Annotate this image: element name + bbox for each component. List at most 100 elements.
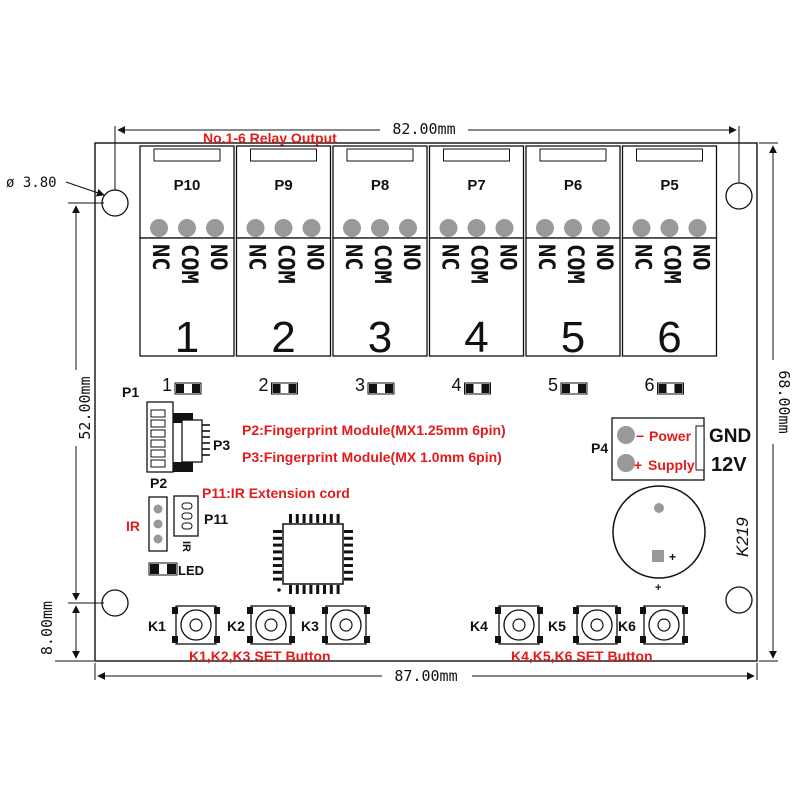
button-pad xyxy=(364,636,370,643)
led-pad-right xyxy=(288,384,297,393)
led-number: 3 xyxy=(355,375,365,395)
relay-screw-pin xyxy=(660,219,679,237)
relay-port-label: P7 xyxy=(467,177,485,194)
chip-pin xyxy=(336,514,340,523)
button-pad xyxy=(615,607,621,614)
button-center xyxy=(657,618,671,632)
relay-contact-label: NC xyxy=(533,244,558,271)
chip-pin xyxy=(295,514,299,523)
relay-contact-label: COM xyxy=(369,244,394,284)
dimension-left-height: 52.00mm xyxy=(67,202,104,604)
dimension-bottom-width: 87.00mm xyxy=(94,663,758,685)
relay-screw-pin xyxy=(274,219,293,237)
board-outline xyxy=(94,142,758,662)
led-pad xyxy=(367,382,395,395)
buzzer-bottom-plus: + xyxy=(655,582,661,594)
chip-pin xyxy=(309,585,313,594)
led-pad-right xyxy=(385,384,393,393)
relay-port-label: P6 xyxy=(564,177,582,194)
button-pad xyxy=(172,607,178,614)
button-pad xyxy=(537,636,543,643)
relay-contact-label: COM xyxy=(659,244,684,284)
set-button-k6[interactable]: K6 xyxy=(618,605,688,645)
buzzer: + + xyxy=(612,485,706,594)
left-small-label: 8.00mm xyxy=(38,601,56,655)
right-buttons-description: K4,K5,K6 SET Button xyxy=(511,648,653,664)
chip-pin xyxy=(336,585,340,594)
chip-pin xyxy=(289,585,292,594)
chip-pin xyxy=(344,550,353,554)
relay-body xyxy=(525,237,621,357)
led-number: 5 xyxy=(548,375,558,395)
led-number: 6 xyxy=(645,375,655,395)
relay-number: 1 xyxy=(175,313,199,362)
relay-screw-pin xyxy=(206,219,224,237)
button-pad xyxy=(615,636,621,643)
button-pad xyxy=(682,636,688,643)
led-pad-left xyxy=(176,384,184,393)
button-label: K3 xyxy=(301,618,319,634)
chip-pin xyxy=(344,536,353,540)
ir-label: IR xyxy=(126,518,140,534)
model-label: K219 xyxy=(733,517,752,557)
relay-screw-pin xyxy=(439,219,458,237)
relay-port-label: P9 xyxy=(274,177,292,194)
relay-port-label: P8 xyxy=(371,177,389,194)
v12-label: 12V xyxy=(711,454,747,476)
relay-led-6: 6 xyxy=(645,375,684,395)
set-button-k3[interactable]: K3 xyxy=(301,605,370,645)
chip-pin xyxy=(295,585,299,594)
chip-pin xyxy=(309,514,313,523)
p3-description: P3:Fingerprint Module(MX 1.0mm 6pin) xyxy=(242,449,502,465)
p2-description: P2:Fingerprint Module(MX1.25mm 6pin) xyxy=(242,422,506,438)
p11-connector: P11 IR xyxy=(173,495,228,552)
led-pad-right xyxy=(578,384,586,393)
button-label: K4 xyxy=(470,618,488,634)
relay-contact-label: COM xyxy=(562,244,587,284)
led-pad xyxy=(464,382,491,395)
set-button-k4[interactable]: K4 xyxy=(470,605,543,645)
bottom-width-label: 87.00mm xyxy=(394,667,457,685)
p1-label: P1 xyxy=(122,384,139,400)
chip-pin xyxy=(302,585,306,594)
chip-pin xyxy=(273,577,282,581)
led-pad-right xyxy=(674,384,683,393)
button-pad xyxy=(289,636,295,643)
relay-led-3: 3 xyxy=(355,375,395,395)
mounting-hole-top-left xyxy=(101,189,129,217)
led-pad xyxy=(174,382,202,395)
set-button-k1[interactable]: K1 xyxy=(148,605,220,645)
relay-body xyxy=(621,237,718,357)
button-pad xyxy=(322,636,328,643)
ir-small-label: IR xyxy=(180,541,192,552)
status-led: LED xyxy=(148,562,204,578)
relay-contact-label: NO xyxy=(688,244,713,271)
chip-pin xyxy=(344,530,353,533)
relay-port-label: P5 xyxy=(660,177,678,194)
set-button-k5[interactable]: K5 xyxy=(548,605,621,645)
hole-diameter-label: ø 3.80 xyxy=(6,175,57,191)
fingerprint-connector: P1 P3 P2 xyxy=(122,384,230,491)
chip-pin xyxy=(273,543,282,547)
button-pad xyxy=(495,636,501,643)
relay-contact-label: NO xyxy=(398,244,423,271)
relay-port-label: P10 xyxy=(174,177,201,194)
ir-sensor: IR xyxy=(126,496,168,552)
relay-contact-label: COM xyxy=(273,244,298,284)
button-pad xyxy=(247,636,253,643)
relay-screw-pin xyxy=(302,219,321,237)
relay-terminal-notch xyxy=(443,148,510,162)
p4-label: P4 xyxy=(591,440,608,456)
led-pad-right xyxy=(192,384,200,393)
relay-body xyxy=(139,237,235,357)
set-button-k2[interactable]: K2 xyxy=(227,605,295,645)
led-pad-left xyxy=(658,384,667,393)
relay-terminal-notch xyxy=(153,148,221,162)
button-center xyxy=(189,618,203,632)
chip-pin xyxy=(289,514,292,523)
relay-number: 4 xyxy=(464,313,488,362)
relay-screw-pin xyxy=(399,219,417,237)
